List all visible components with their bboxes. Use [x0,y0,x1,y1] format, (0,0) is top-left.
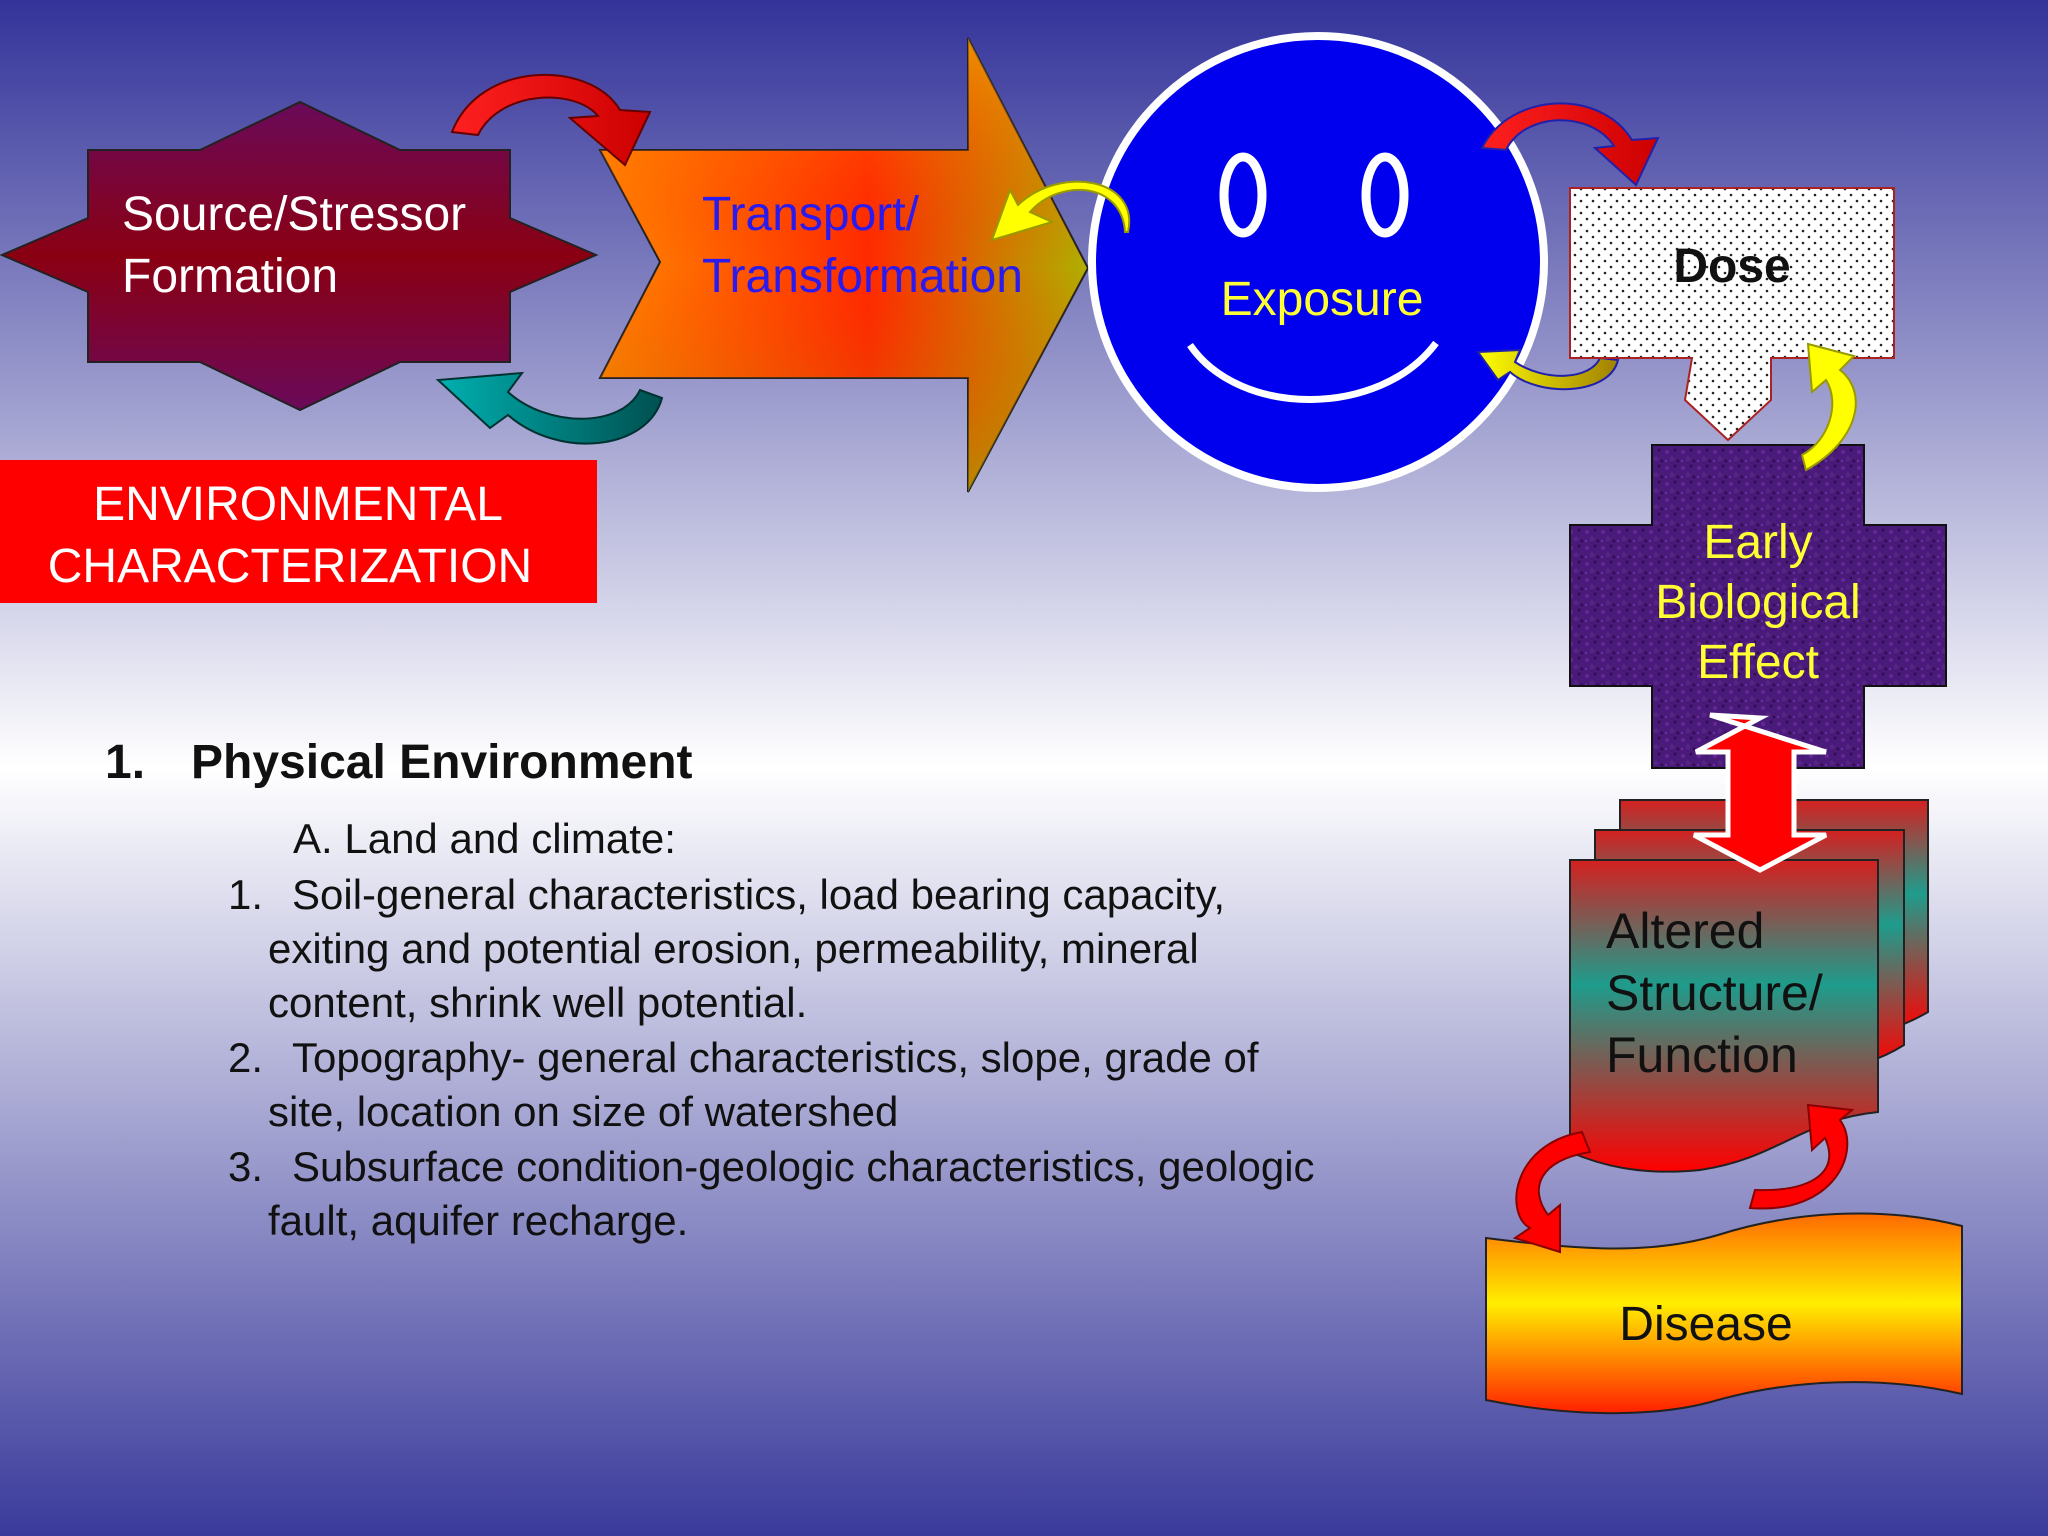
disease-banner [1485,1212,1963,1415]
curved-arrow-red-top [450,73,652,167]
exposure-label: Exposure [1221,273,1424,326]
list-item-1: 1. Soil-general characteristics, load bea… [228,868,1428,1030]
env-characterization-line1: ENVIRONMENTAL [93,478,503,531]
heading-number: 1. [105,736,146,789]
env-characterization-line2: CHARACTERIZATION [48,540,532,593]
source-stressor-star [0,100,599,412]
early-effect-line2: Biological [1655,576,1860,629]
early-effect-line1: Early [1703,516,1812,569]
altered-line1: Altered [1606,903,1764,959]
dose-label: Dose [1673,240,1790,293]
curved-arrow-yellow-early [1800,342,1857,472]
section-heading: 1. Physical Environment [105,735,693,790]
heading-text: Physical Environment [191,736,693,789]
left-eye-icon [1219,152,1267,238]
curved-arrow-red-dose [1480,102,1660,187]
list-item-1-line1: Soil-general characteristics, load beari… [292,871,1226,918]
subheading-land-climate: A. Land and climate: [293,815,676,862]
smile-icon [1187,340,1439,403]
curved-arrow-yellow-exposure [990,180,1131,242]
list-item-3-number: 3. [228,1143,264,1190]
altered-line3: Function [1606,1027,1798,1083]
list-item-2-number: 2. [228,1034,264,1081]
transport-label-line1: Transport/ [702,188,920,241]
source-label-line2: Formation [122,250,338,303]
disease-label: Disease [1619,1298,1792,1351]
transport-label-line2: Transformation [702,250,1023,303]
dose-arrow [1569,187,1895,442]
list-item-1-line2: exiting and potential erosion, permeabil… [268,925,1199,972]
transport-arrow [598,37,1090,493]
early-effect-line3: Effect [1697,636,1819,689]
altered-line2: Structure/ [1606,965,1823,1021]
source-label-line1: Source/Stressor [122,188,466,241]
curved-arrow-teal-bottom [435,371,664,445]
list-item-3-line1: Subsurface condition-geologic characteri… [292,1143,1315,1190]
list-item-1-line3: content, shrink well potential. [268,979,808,1026]
list-item-2-line2: site, location on size of watershed [268,1088,899,1135]
list-item-3-line2: fault, aquifer recharge. [268,1197,689,1244]
exposure-face [1088,32,1548,492]
double-arrow-icon [1692,712,1828,873]
right-eye-icon [1361,152,1409,238]
list-item-3: 3. Subsurface condition-geologic characte… [228,1140,1428,1248]
altered-structure-stack [1569,799,1929,1173]
curved-arrow-red-disease-right [1748,1103,1855,1210]
list-item-2-line1: Topography- general characteristics, slo… [292,1034,1259,1081]
early-biological-effect-shape [1569,444,1947,769]
env-characterization-box [0,460,597,603]
list-item-1-number: 1. [228,871,264,918]
list-item-2: 2. Topography- general characteristics, s… [228,1031,1428,1139]
curved-arrow-yellow-return [1476,348,1620,391]
curved-arrow-red-disease-left [1512,1130,1592,1254]
